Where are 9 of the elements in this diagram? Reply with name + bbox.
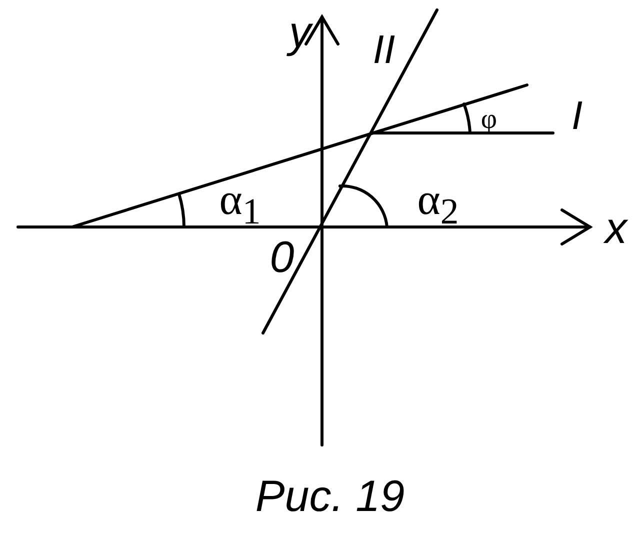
axis-label: y [289,11,311,55]
origin-label: 0 [270,236,294,280]
figure-caption: Рис. 19 [255,475,405,519]
angle-label: φ [480,106,498,134]
angle-label: α$_{1}$ [219,178,261,230]
line-label: I [571,96,583,136]
axis-label: x [605,207,627,251]
angle-label: α$_{2}$ [417,178,459,230]
line-label: II [372,30,396,70]
